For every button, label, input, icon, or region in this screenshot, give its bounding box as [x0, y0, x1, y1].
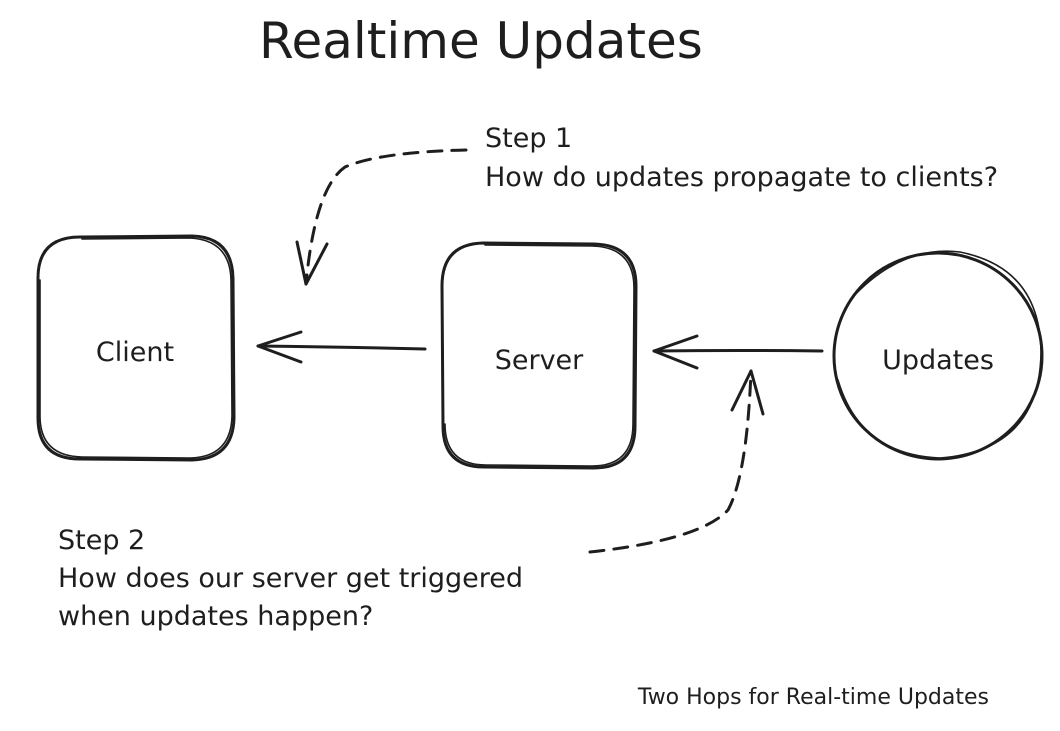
arrow-updates-to-server [652, 334, 824, 370]
updates-node: Updates [832, 250, 1044, 461]
client-box-sketch [39, 237, 233, 459]
server-box [440, 241, 638, 470]
server-label: Server [495, 345, 584, 376]
step2-dashed-arrow-head [730, 369, 765, 416]
step2-line2: when updates happen? [58, 601, 373, 632]
arrow-server-to-client [256, 330, 427, 364]
step2-line1: How does our server get triggered [58, 563, 523, 594]
step2-heading: Step 2 [58, 525, 145, 556]
client-node: Client [36, 234, 236, 462]
step1-dashed-arrow-shaft [304, 148, 468, 286]
updates-label: Updates [882, 345, 994, 376]
arrow-server-to-client-head [256, 330, 303, 364]
client-box [36, 234, 236, 462]
server-box-sketch [444, 244, 635, 467]
diagram-title: Realtime Updates [259, 12, 703, 70]
step1-dashed-arrow [295, 148, 468, 286]
diagram-caption: Two Hops for Real-time Updates [637, 685, 989, 710]
updates-circle [832, 251, 1044, 461]
arrow-updates-to-server-head [652, 334, 699, 370]
step1-heading: Step 1 [485, 123, 572, 154]
client-label: Client [96, 337, 174, 368]
updates-circle-sketch [837, 250, 1042, 459]
step2-dashed-arrow [588, 369, 765, 554]
step1-text: How do updates propagate to clients? [485, 162, 998, 193]
arrow-server-to-client-shaft [256, 344, 427, 351]
step1-dashed-arrow-head [295, 240, 329, 286]
arrow-updates-to-server-shaft [652, 349, 824, 353]
step2-dashed-arrow-shaft [588, 369, 753, 554]
server-node: Server [440, 241, 638, 470]
